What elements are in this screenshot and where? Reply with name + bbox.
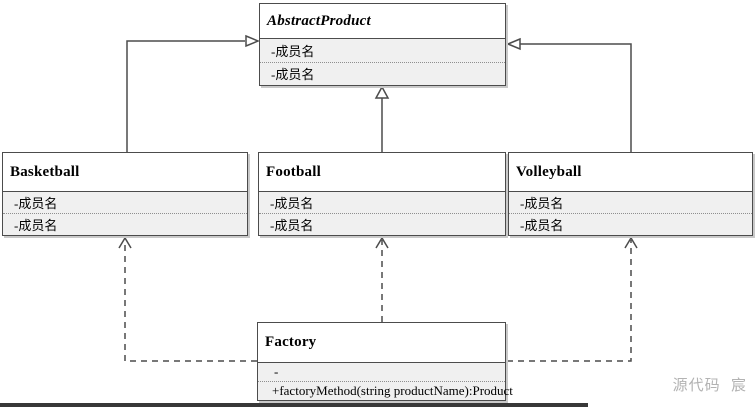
member-row: -成员名: [270, 196, 314, 211]
bottom-edge-bar: [0, 403, 588, 407]
member-section: -成员名 -成员名: [259, 191, 505, 235]
open-arrow-icon: [118, 236, 132, 249]
dependency-factory-to-football[interactable]: [375, 236, 389, 322]
open-arrow-icon: [375, 236, 389, 249]
class-volleyball[interactable]: Volleyball -成员名 -成员名: [508, 152, 753, 236]
dependency-dashed-line: [507, 240, 632, 362]
member-row: -成员名: [520, 196, 564, 211]
class-factory[interactable]: Factory - +factoryMethod(string productN…: [257, 322, 513, 401]
member-row: -成员名: [260, 61, 505, 86]
member-section: -成员名 -成员名: [260, 38, 505, 85]
class-title: Football: [259, 153, 505, 191]
class-football[interactable]: Football -成员名 -成员名: [258, 152, 506, 236]
hollow-triangle-arrow-icon: [374, 85, 390, 99]
generalization-volleyball-to-abstractproduct[interactable]: [506, 37, 632, 152]
generalization-line: [520, 43, 632, 152]
member-row: -成员名: [509, 213, 752, 235]
dependency-factory-to-basketball[interactable]: [118, 236, 257, 362]
dependency-dashed-line: [124, 240, 257, 362]
field-row: -: [274, 364, 279, 379]
hollow-triangle-arrow-icon: [506, 37, 521, 51]
generalization-line: [126, 40, 245, 152]
generalization-football-to-abstractproduct[interactable]: [374, 85, 390, 152]
class-title: Factory: [258, 323, 505, 362]
class-basketball[interactable]: Basketball -成员名 -成员名: [2, 152, 248, 236]
open-arrow-icon: [624, 236, 638, 249]
method-row: +factoryMethod(string productName):Produ…: [258, 381, 513, 400]
class-title: Basketball: [3, 153, 247, 191]
member-row: -成员名: [259, 213, 505, 235]
member-row: -成员名: [14, 196, 58, 211]
class-title: Volleyball: [509, 153, 752, 191]
member-row: -成员名: [271, 43, 315, 59]
hollow-triangle-arrow-icon: [245, 34, 260, 48]
generalization-basketball-to-abstractproduct[interactable]: [126, 34, 260, 152]
class-title: AbstractProduct: [260, 4, 505, 38]
watermark-text: 源代码 宸: [672, 377, 747, 394]
member-section: - +factoryMethod(string productName):Pro…: [258, 362, 513, 400]
member-row: -成员名: [3, 213, 247, 235]
member-section: -成员名 -成员名: [3, 191, 247, 235]
dependency-factory-to-volleyball[interactable]: [507, 236, 638, 362]
member-section: -成员名 -成员名: [509, 191, 752, 235]
class-abstractproduct[interactable]: AbstractProduct -成员名 -成员名: [259, 3, 506, 86]
